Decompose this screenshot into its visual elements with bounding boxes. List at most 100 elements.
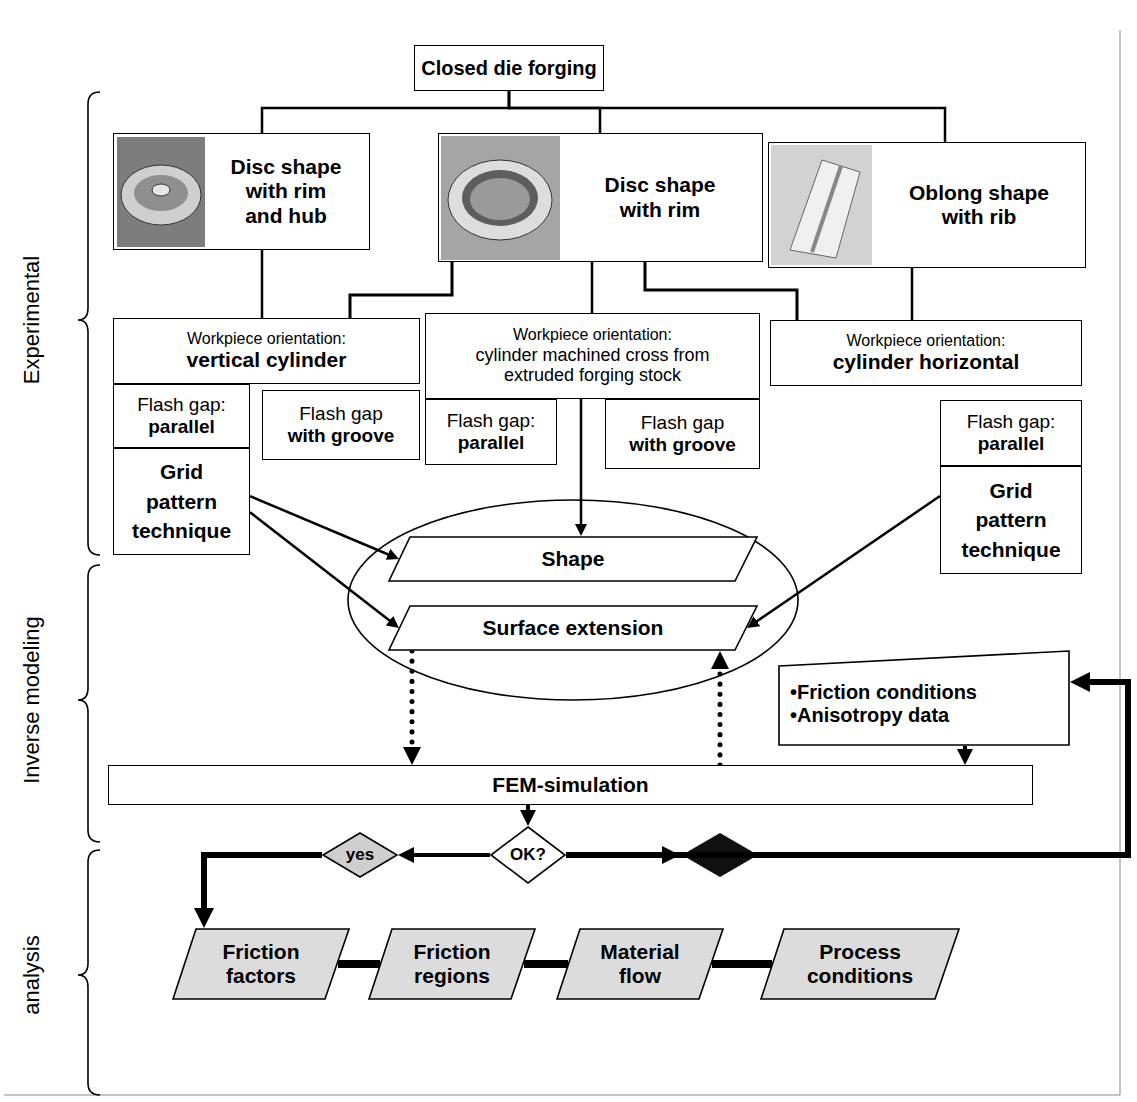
technique-box: Grid pattern technique — [113, 448, 250, 555]
process-box: FEM-simulation — [108, 765, 1033, 805]
shape-border — [389, 537, 757, 581]
frame-line — [4, 1095, 1120, 1096]
connector — [250, 496, 391, 556]
curly-bracket — [78, 92, 100, 555]
shape-border — [779, 651, 1069, 745]
node-text: •Friction conditions — [790, 681, 977, 704]
flash-gap-box: Flash gapwith groove — [262, 390, 420, 460]
node-text: with groove — [288, 425, 395, 447]
result-ellipse — [348, 500, 798, 700]
section-label: Inverse modeling — [19, 616, 44, 784]
disc-floor — [470, 178, 530, 220]
decision-diamond: OK? — [490, 826, 566, 884]
output-parallelogram: Material flow — [556, 928, 724, 1000]
orientation-box: Workpiece orientation:vertical cylinder — [113, 318, 420, 384]
photo-ground — [771, 145, 872, 265]
side-label: Experimental — [19, 256, 45, 384]
connector — [250, 512, 392, 623]
node-text: Flash gap — [641, 412, 724, 434]
connector — [645, 262, 797, 320]
connector — [409, 853, 490, 857]
frame-line — [1120, 30, 1121, 1095]
output-parallelogram: Friction factors — [172, 928, 350, 1000]
side-label: analysis — [19, 935, 45, 1014]
connector — [338, 960, 380, 968]
node-text: parallel — [458, 432, 525, 454]
photo-ground — [117, 137, 205, 247]
node-text: FEM-simulation — [492, 773, 648, 797]
connector — [509, 91, 600, 133]
curly-bracket — [78, 850, 100, 1095]
connector — [524, 960, 568, 968]
section-label: analysis — [19, 935, 44, 1014]
connector — [963, 746, 967, 754]
side-label: Inverse modeling — [19, 616, 45, 784]
flash-gap-box: Flash gap:parallel — [940, 400, 1082, 466]
shape-border — [323, 833, 397, 877]
photo-ground — [441, 136, 560, 260]
section-label: Experimental — [19, 256, 44, 384]
shape-border — [491, 827, 565, 883]
node-text: Process conditions — [799, 940, 921, 988]
curly-bracket — [78, 565, 100, 842]
output-parallelogram: Process conditions — [760, 928, 960, 1000]
oblong-rib — [812, 166, 841, 252]
input-box: •Friction conditions•Anisotropy data — [778, 650, 1070, 746]
connector — [526, 805, 530, 815]
node-text: parallel — [148, 416, 215, 438]
title-box: Closed die forging — [414, 45, 604, 91]
connector — [580, 399, 583, 528]
node-text: yes — [346, 845, 374, 865]
disc-web — [462, 170, 538, 226]
node-text: OK? — [510, 845, 546, 865]
connector — [350, 262, 452, 318]
flash-gap-box: Flash gap:parallel — [113, 384, 250, 448]
node-text: Disc shape with rim — [594, 173, 726, 221]
node-text: vertical cylinder — [187, 348, 347, 372]
forging-photo — [771, 145, 872, 265]
node-text: Oblong shape with rib — [899, 181, 1059, 229]
connector — [718, 664, 723, 765]
connector — [204, 855, 322, 914]
forging-photo — [117, 137, 205, 247]
connector — [262, 91, 509, 133]
output-parallelogram: Friction regions — [368, 928, 536, 1000]
node-text: Flash gap: — [967, 411, 1056, 433]
shape-box: Disc shape with rim and hub — [113, 133, 370, 250]
shape-border — [389, 606, 757, 650]
connector — [712, 960, 772, 968]
node-text: Surface extension — [483, 616, 664, 640]
shape-border — [369, 929, 535, 999]
result-parallelogram: Shape — [388, 536, 758, 582]
connector — [509, 91, 945, 142]
decision-diamond: yes — [322, 832, 398, 878]
node-text: Flash gap: — [137, 394, 226, 416]
node-text: Material flow — [586, 940, 694, 988]
orientation-box: Workpiece orientation:cylinder horizonta… — [770, 320, 1082, 386]
node-text: Grid pattern technique — [955, 476, 1067, 564]
result-parallelogram: Surface extension — [388, 605, 758, 651]
shape-border — [761, 929, 959, 999]
connector — [754, 496, 940, 623]
flash-gap-box: Flash gap:parallel — [425, 399, 557, 465]
connector — [911, 268, 914, 320]
node-text: Friction regions — [398, 940, 506, 988]
orientation-box: Workpiece orientation:cylinder machined … — [425, 313, 760, 399]
technique-box: Grid pattern technique — [940, 466, 1082, 574]
node-text: •Anisotropy data — [790, 704, 949, 727]
node-text: cylinder horizontal — [833, 350, 1020, 374]
disc-web — [134, 175, 188, 211]
disc-rim — [448, 160, 552, 240]
node-text: Workpiece orientation: — [187, 330, 346, 348]
disc-rim — [121, 165, 201, 225]
node-text: Friction factors — [205, 940, 317, 988]
shape-border — [173, 929, 349, 999]
connector — [410, 651, 415, 752]
shape-box: Disc shape with rim — [438, 133, 763, 262]
shape-box: Oblong shape with rib — [768, 142, 1086, 268]
forging-photo — [441, 136, 560, 260]
flash-gap-box: Flash gapwith groove — [605, 399, 760, 469]
node-text: Shape — [541, 547, 604, 571]
node-text: Workpiece orientation: — [847, 332, 1006, 350]
node-text: cylinder machined cross from extruded fo… — [445, 345, 740, 386]
